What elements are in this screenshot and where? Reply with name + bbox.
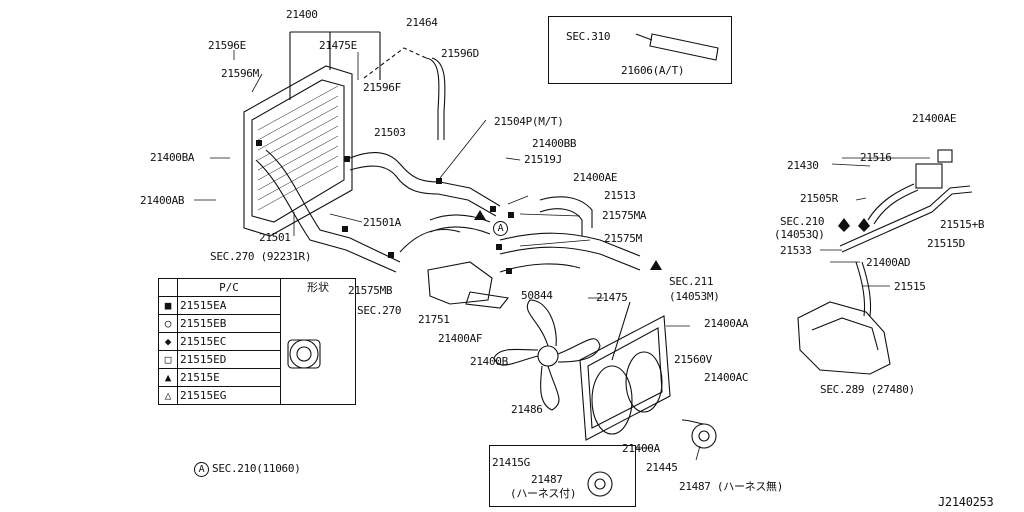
- fan-shroud-21475: [579, 301, 671, 441]
- part-label-21596e: 21596E: [208, 39, 246, 52]
- part-label-21513: 21513: [604, 189, 636, 202]
- table-cell-symbol: ■: [158, 296, 178, 315]
- part-label-21751: 21751: [418, 313, 450, 326]
- table-cell-code: 21515EC: [177, 332, 281, 351]
- ref-sec211-sub: (14053M): [669, 290, 720, 303]
- part-label-21400ad: 21400AD: [866, 256, 911, 269]
- part-label-21575mb: 21575MB: [348, 284, 393, 297]
- part-label-21560v: 21560V: [674, 353, 712, 366]
- table-cell-symbol: ▲: [158, 368, 178, 387]
- part-label-21515: 21515: [894, 280, 926, 293]
- lower-hose-21501: [255, 149, 401, 273]
- diagram-id: J2140253: [938, 495, 994, 509]
- part-label-21487-right: 21487 (ハーネス無): [679, 480, 784, 493]
- part-label-21400a: 21400A: [622, 442, 660, 455]
- table-cell-symbol: ○: [158, 314, 178, 333]
- part-label-21606: 21606(A/T): [621, 64, 685, 77]
- table-header-pc: P/C: [177, 278, 281, 297]
- table-header-row: P/C 形状: [158, 278, 356, 405]
- leader-lines: [194, 50, 930, 461]
- ref-sec270: SEC.270: [357, 304, 402, 317]
- table-cell-code: 21515EA: [177, 296, 281, 315]
- ref-sec210-sub: (14053Q): [774, 228, 825, 241]
- part-label-21475e: 21475E: [319, 39, 357, 52]
- part-label-21400ac: 21400AC: [704, 371, 749, 384]
- part-label-21487-inset-note: (ハーネス付): [510, 487, 577, 500]
- part-label-21516: 21516: [860, 151, 892, 164]
- part-label-21400ae-mid: 21400AE: [573, 171, 618, 184]
- part-label-21487-inset: 21487: [531, 473, 563, 486]
- part-label-21400: 21400: [286, 8, 318, 21]
- table-header-shape: 形状: [307, 281, 329, 294]
- table-cell-symbol: □: [158, 350, 178, 369]
- clip-markers: [256, 140, 870, 274]
- part-label-21575ma: 21575MA: [602, 209, 647, 222]
- ref-a-marker-legend: A: [194, 462, 209, 477]
- table-cell-code: 21515EB: [177, 314, 281, 333]
- fan-motor-21487-right: [681, 419, 717, 449]
- table-shape-cell: 形状: [280, 278, 356, 405]
- table-cell-code: 21515EG: [177, 386, 281, 405]
- clip-parts-table: P/C 形状 ■ 21515EA ○ 21515EB ◆ 21515EC □ 2…: [158, 278, 356, 405]
- table-cell-symbol: ◆: [158, 332, 178, 351]
- table-cell-symbol: △: [158, 386, 178, 405]
- reservoir-hose-top: [363, 47, 446, 140]
- part-label-21533: 21533: [780, 244, 812, 257]
- ref-sec211: SEC.211: [669, 275, 714, 288]
- sec310-pipe: [635, 33, 719, 61]
- table-row: ○ 21515EB: [158, 314, 356, 333]
- part-label-21415g: 21415G: [492, 456, 530, 469]
- ref-sec310: SEC.310: [566, 30, 611, 43]
- part-label-21596m: 21596M: [221, 67, 259, 80]
- part-label-21519j: 21519J: [524, 153, 562, 166]
- part-label-21515d: 21515D: [927, 237, 965, 250]
- part-label-21515b: 21515+B: [940, 218, 985, 231]
- part-label-21575m: 21575M: [604, 232, 642, 245]
- upper-hose-21503: [349, 152, 501, 217]
- table-header-symbol: [158, 278, 178, 297]
- part-label-21475: 21475: [596, 291, 628, 304]
- thermostat-housing: [427, 261, 510, 309]
- table-cell-code: 21515E: [177, 368, 281, 387]
- part-label-21430: 21430: [787, 159, 819, 172]
- cap-assembly: [867, 149, 953, 225]
- ref-a-note: SEC.210(11060): [212, 462, 301, 475]
- fan-motor-inset-box: [489, 445, 636, 507]
- reservoir-tank: [797, 185, 973, 375]
- part-label-21486: 21486: [511, 403, 543, 416]
- part-label-21400ae-right: 21400AE: [912, 112, 957, 125]
- part-label-21445: 21445: [646, 461, 678, 474]
- fan-21486: [493, 299, 601, 411]
- part-label-21400af: 21400AF: [438, 332, 483, 345]
- part-label-21503: 21503: [374, 126, 406, 139]
- part-label-21596f: 21596F: [363, 81, 401, 94]
- ref-sec289: SEC.289 (27480): [820, 383, 915, 396]
- table-cell-code: 21515ED: [177, 350, 281, 369]
- ref-sec270-92231r: SEC.270 (92231R): [210, 250, 312, 263]
- hose-21575ma: [399, 196, 593, 253]
- part-label-21596d: 21596D: [441, 47, 479, 60]
- part-label-21400ba: 21400BA: [150, 151, 195, 164]
- part-label-21464: 21464: [406, 16, 438, 29]
- fan-motor-21487-inset: [587, 471, 613, 497]
- part-label-50844: 50844: [521, 289, 553, 302]
- sec310-callout-box: [548, 16, 732, 84]
- part-label-21400ab: 21400AB: [140, 194, 185, 207]
- part-label-21501: 21501: [259, 231, 291, 244]
- part-label-21400aa: 21400AA: [704, 317, 749, 330]
- part-label-21504p: 21504P(M/T): [494, 115, 564, 128]
- part-label-21400b: 21400B: [470, 355, 508, 368]
- radiator-illustration: [243, 31, 381, 237]
- part-label-21505r: 21505R: [800, 192, 838, 205]
- part-label-21501a: 21501A: [363, 216, 401, 229]
- ref-a-marker-diagram: A: [493, 221, 508, 236]
- table-row: △ 21515EG: [158, 386, 356, 405]
- part-label-21400bb: 21400BB: [532, 137, 577, 150]
- ref-sec210: SEC.210: [780, 215, 825, 228]
